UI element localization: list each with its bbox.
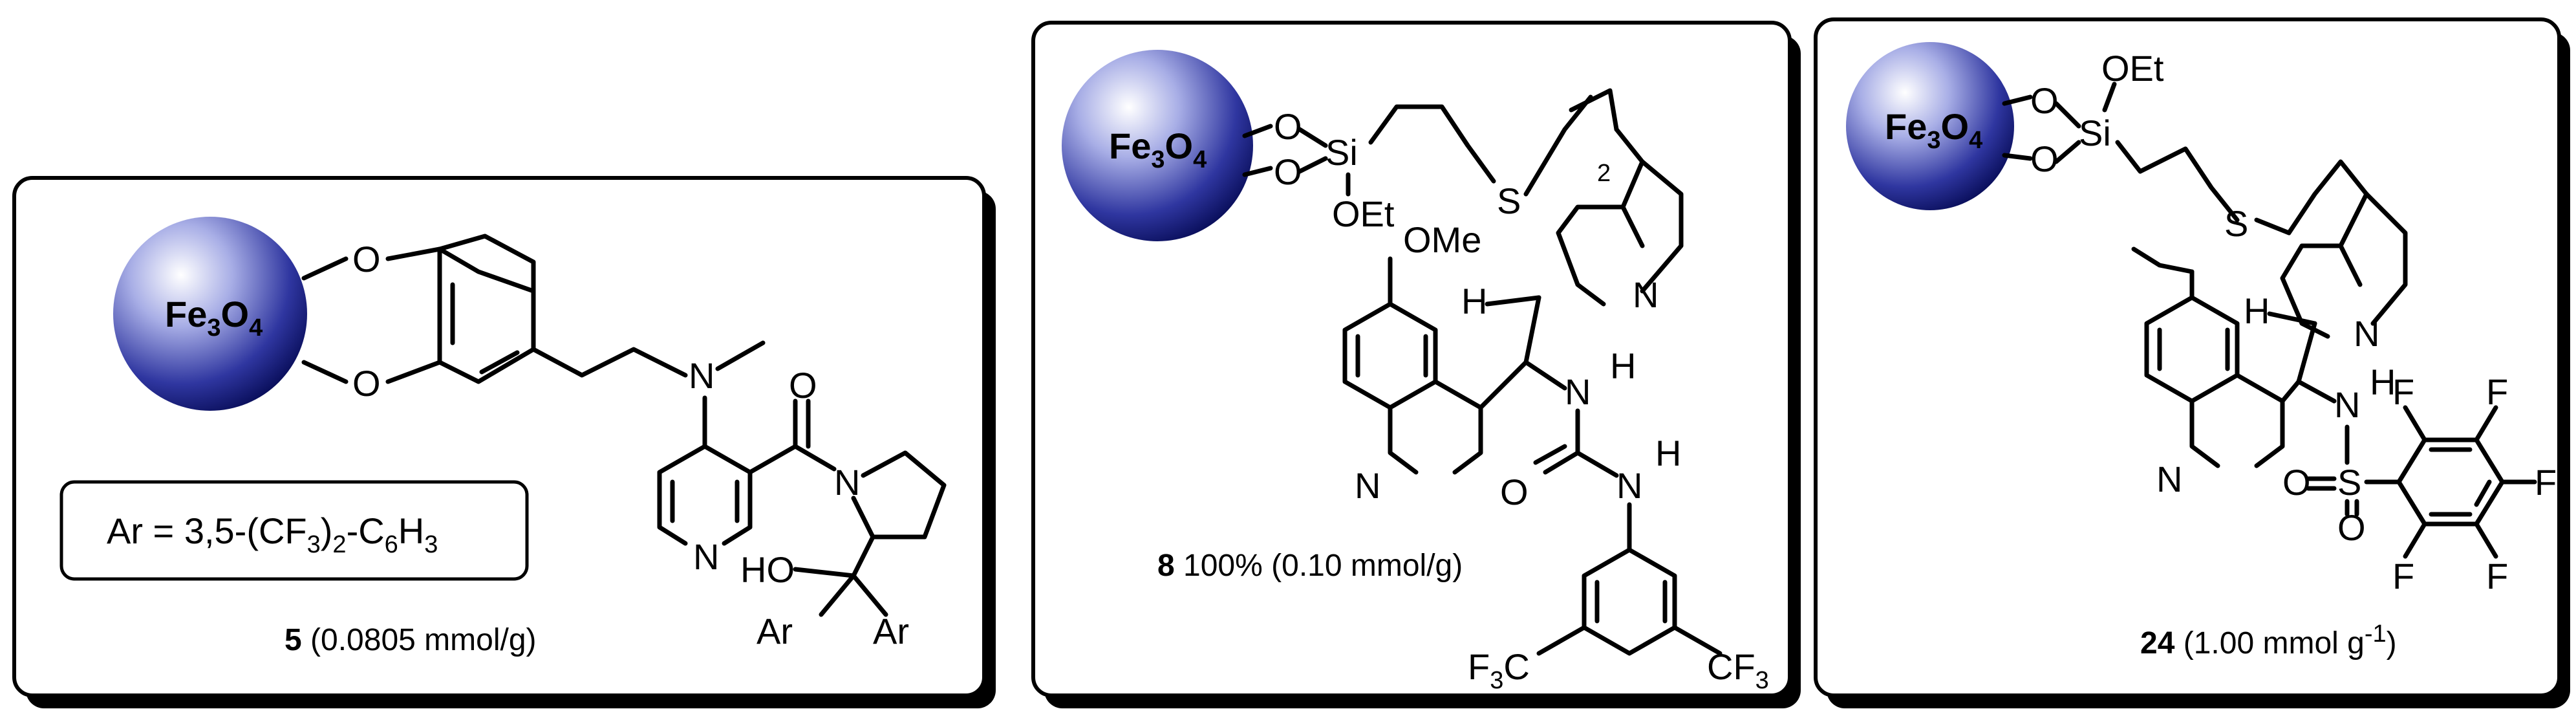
cf3-group: F3C — [1468, 646, 1530, 694]
atom-ome: OMe — [1403, 219, 1481, 260]
atom-n: N — [1565, 371, 1591, 412]
atom-n: N — [1355, 465, 1380, 506]
atom-o: O — [352, 363, 381, 404]
caption-24: 24 (1.00 mmol g-1) — [2140, 620, 2397, 660]
atom-f: F — [2486, 371, 2508, 412]
atom-s: S — [2337, 462, 2361, 503]
fe3o4-bead: Fe3O4 — [1062, 50, 1253, 241]
atom-n: N — [2334, 384, 2360, 425]
atom-o: O — [2030, 138, 2059, 179]
atom-o: O — [1500, 472, 1529, 512]
svg-text:Fe3O4: Fe3O4 — [1885, 106, 1982, 154]
svg-text:Fe3O4: Fe3O4 — [1109, 125, 1207, 173]
atom-f: F — [2392, 556, 2414, 596]
atom-oet: OEt — [2101, 48, 2164, 89]
caption-8: 8 100% (0.10 mmol/g) — [1157, 549, 1463, 583]
atom-o: O — [789, 365, 817, 406]
caption-5: 5 (0.0805 mmol/g) — [284, 623, 537, 657]
atom-o: O — [2030, 80, 2059, 121]
atom-o: O — [1274, 106, 1302, 147]
atom-h: H — [1610, 345, 1636, 386]
cf3-group: CF3 — [1707, 646, 1769, 694]
atom-n: N — [1633, 274, 1658, 315]
atom-si: Si — [2079, 113, 2111, 153]
fe3o4-bead: Fe3O4 — [113, 217, 307, 411]
atom-n: N — [2156, 459, 2182, 499]
panel-compound-8: Fe3O4 O O Si OEt S 2 N H OMe N N — [1031, 21, 1801, 708]
atom-h: H — [2244, 290, 2270, 331]
atom-ar: Ar — [757, 611, 793, 651]
atom-ho: HO — [740, 549, 795, 590]
panel-compound-24: Fe3O4 O O Si OEt S N H N N H S — [1814, 17, 2570, 708]
atom-n: N — [1616, 465, 1642, 506]
atom-n: N — [2354, 313, 2379, 354]
atom-f: F — [2486, 556, 2508, 596]
atom-n: N — [689, 355, 714, 396]
fe3o4-bead: Fe3O4 — [1846, 42, 2014, 210]
atom-f: F — [2535, 462, 2557, 503]
atom-s: S — [1497, 180, 1521, 221]
atom-n: N — [834, 462, 860, 503]
atom-h: H — [1461, 281, 1487, 322]
atom-f: F — [2392, 371, 2414, 412]
atom-o: O — [352, 239, 381, 279]
atom-h: H — [1655, 433, 1681, 474]
atom-si: Si — [1326, 132, 1358, 173]
atom-n: N — [693, 536, 719, 577]
atom-oet: OEt — [1332, 193, 1395, 234]
atom-h: H — [2370, 362, 2396, 402]
atom-o: O — [1274, 151, 1302, 192]
panel-compound-5: Fe3O4 O O N N O N HO Ar Ar — [12, 176, 996, 708]
ar-definition-box: Ar = 3,5-(CF3)2-C6H3 — [59, 480, 529, 581]
atom-o: O — [2282, 462, 2311, 503]
svg-text:Fe3O4: Fe3O4 — [165, 294, 263, 342]
atom-s: S — [2224, 203, 2248, 244]
subscript-2: 2 — [1597, 160, 1611, 187]
svg-text:Ar = 3,5-(CF3)2-C6H3: Ar = 3,5-(CF3)2-C6H3 — [107, 510, 438, 558]
atom-o: O — [2337, 507, 2366, 548]
atom-ar: Ar — [873, 611, 909, 651]
